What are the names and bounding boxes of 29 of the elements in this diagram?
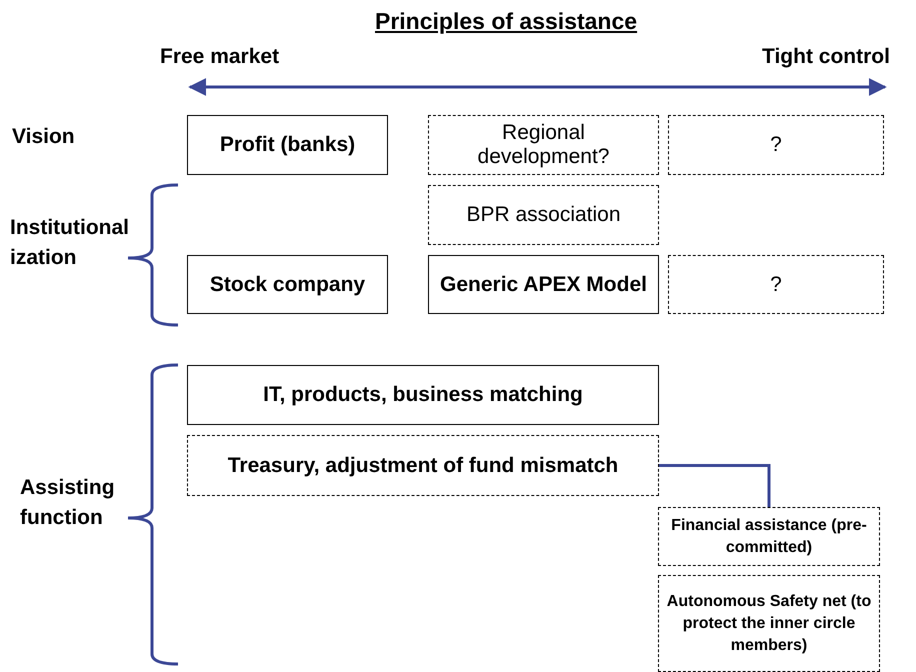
- dashed-box: [428, 115, 659, 175]
- dashed-box: [187, 435, 659, 496]
- box-text: IT, products, business matching: [263, 383, 583, 407]
- box-text: ?: [770, 272, 782, 296]
- title: Principles of assistance: [375, 7, 638, 36]
- box-text: Stock company: [210, 272, 366, 296]
- box-text: Generic APEX Model: [440, 272, 647, 296]
- process-box: [187, 365, 659, 425]
- connector-line: [659, 464, 770, 507]
- box-text: BPR association: [466, 203, 621, 227]
- row-label: Vision: [12, 124, 75, 150]
- dashed-box: [668, 255, 884, 314]
- box-text: Regional development?: [476, 121, 610, 169]
- row-label: Institutional ization: [10, 215, 130, 271]
- row-label: Assisting function: [20, 475, 116, 531]
- process-box: [187, 115, 388, 175]
- box-text: Profit (banks): [220, 133, 356, 157]
- process-box: [187, 255, 388, 314]
- axis-label: Tight control: [762, 44, 890, 70]
- axis-label: Free market: [160, 44, 280, 70]
- dashed-box: [658, 575, 880, 672]
- dashed-box: [428, 185, 659, 245]
- box-text: Financial assistance (pre-committed): [670, 516, 868, 558]
- box-text: Autonomous Safety net (to protect the inner circle members): [666, 592, 872, 656]
- box-text: ?: [770, 133, 782, 157]
- dashed-box: [668, 115, 884, 175]
- process-box: [428, 255, 659, 314]
- dashed-box: [658, 507, 880, 566]
- box-text: Treasury, adjustment of fund mismatch: [228, 454, 618, 478]
